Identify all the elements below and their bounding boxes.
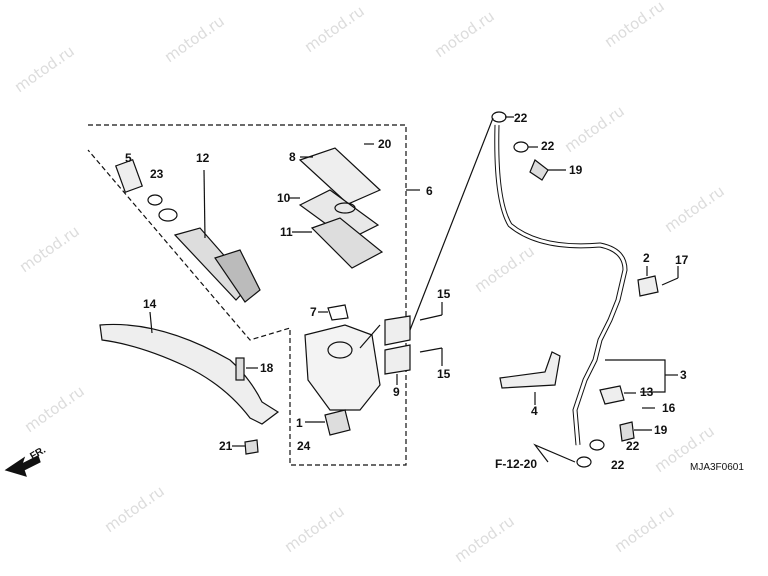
callout-13: 13 xyxy=(640,385,654,399)
callout-19b: 19 xyxy=(654,423,668,437)
callout-17: 17 xyxy=(675,253,689,267)
callout-15a: 15 xyxy=(437,287,451,301)
reference-label: F-12-20 xyxy=(495,457,538,471)
callout-23: 23 xyxy=(150,167,164,181)
diagram-code: MJA3F0601 xyxy=(690,462,744,473)
callout-22a: 22 xyxy=(514,111,528,125)
callout-14: 14 xyxy=(143,297,157,311)
callout-22c: 22 xyxy=(626,439,640,453)
callout-5: 5 xyxy=(125,151,132,165)
callout-12: 12 xyxy=(196,151,210,165)
callout-19a: 19 xyxy=(569,163,583,177)
callout-11: 11 xyxy=(280,225,293,239)
callout-6: 6 xyxy=(426,184,433,198)
callout-22d: 22 xyxy=(611,458,625,472)
hose-stay xyxy=(499,351,561,389)
callout-4: 4 xyxy=(531,404,538,418)
callout-10: 10 xyxy=(277,191,291,205)
callout-15b: 15 xyxy=(437,367,451,381)
callout-1: 1 xyxy=(296,416,303,430)
group-box-6 xyxy=(87,124,407,466)
callout-16: 16 xyxy=(662,401,676,415)
callout-21: 21 xyxy=(219,439,233,453)
callout-20: 20 xyxy=(378,137,392,151)
callout-22b: 22 xyxy=(541,139,555,153)
callout-7: 7 xyxy=(310,305,317,319)
diaphragm xyxy=(310,217,384,269)
callout-2: 2 xyxy=(643,251,650,265)
brake-lever xyxy=(99,323,280,425)
callout-9: 9 xyxy=(393,385,400,399)
callout-24: 24 xyxy=(297,439,311,453)
holder xyxy=(384,315,411,346)
callout-8: 8 xyxy=(289,150,296,164)
front-arrow xyxy=(4,455,41,477)
callout-18: 18 xyxy=(260,361,274,375)
callout-3: 3 xyxy=(680,368,687,382)
reservoir-cap xyxy=(298,147,382,205)
